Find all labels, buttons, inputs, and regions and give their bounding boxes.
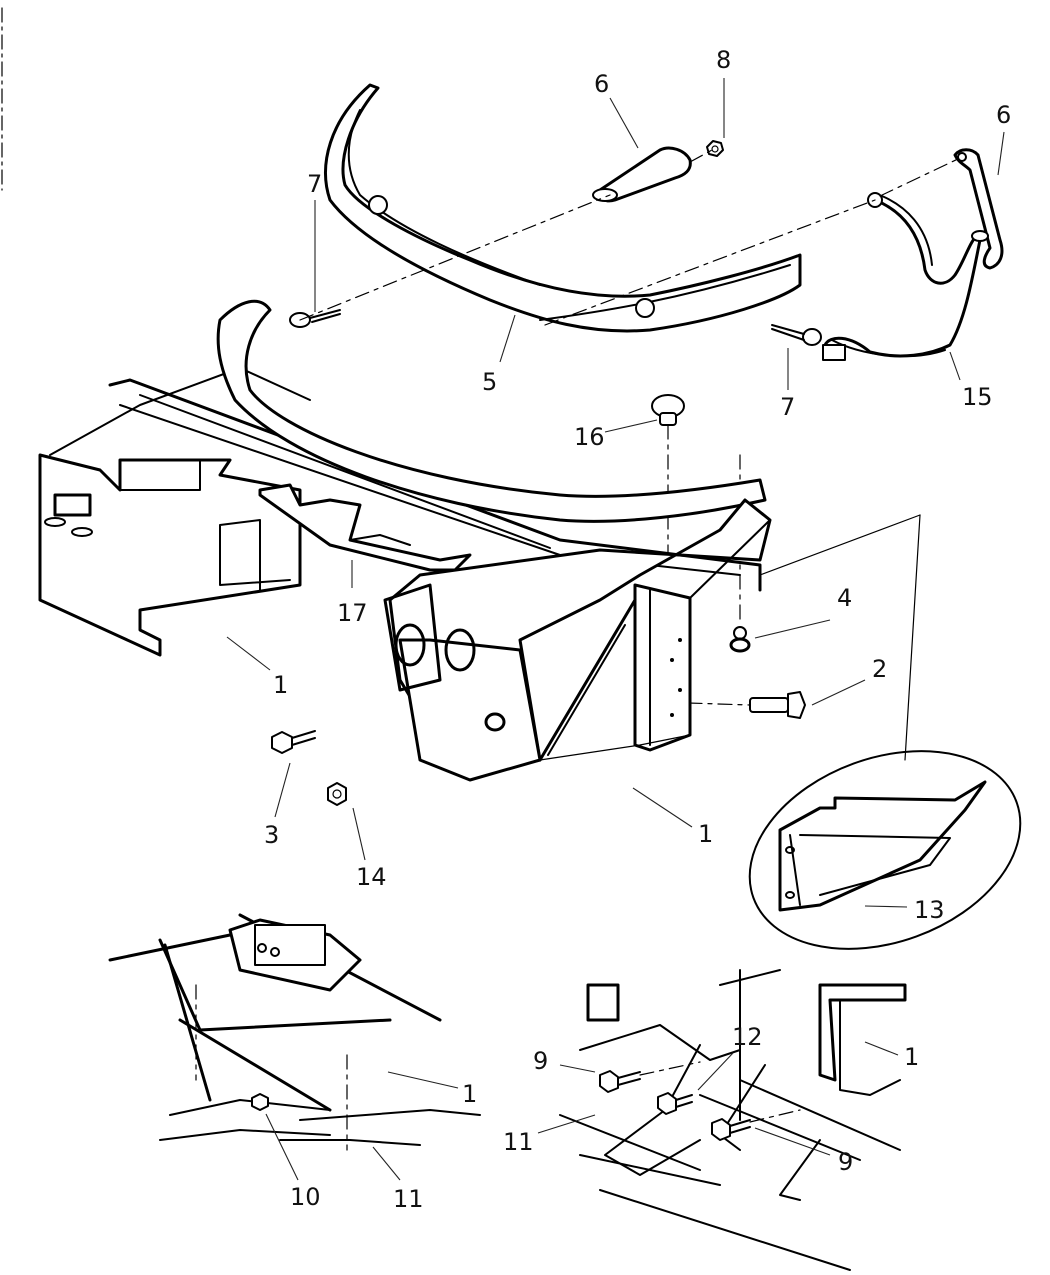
bolt-part-2 — [749, 691, 806, 719]
callout-4: 4 — [837, 584, 852, 612]
nut-part-13 — [327, 782, 347, 806]
callout-13: 14 — [356, 863, 387, 891]
bracket-part-6-left — [592, 146, 692, 203]
callout-1-center: 1 — [698, 820, 713, 848]
callout-labels: 6 8 7 6 5 7 15 16 17 1 4 2 1 3 14 13 1 1… — [264, 46, 1011, 1213]
deflector-part-17 — [258, 483, 472, 572]
callout-7-left: 7 — [307, 170, 322, 198]
bottom-left-detail — [108, 913, 481, 1151]
callout-17: 17 — [337, 599, 368, 627]
callout-9-right: 9 — [838, 1148, 853, 1176]
callout-7-right: 7 — [780, 393, 795, 421]
callout-2: 2 — [872, 655, 887, 683]
push-fastener-part-4 — [729, 626, 751, 653]
screw-part-9-right — [711, 1118, 751, 1141]
detail-inset-part-14 — [748, 514, 1022, 950]
screw-part-7-left — [289, 309, 341, 328]
nut-part-8 — [706, 140, 724, 157]
plug-part-16 — [651, 394, 685, 426]
ground-strap-part-15 — [822, 192, 989, 361]
bracket-part-6-right — [953, 148, 1004, 270]
callout-1-bottom-right: 1 — [904, 1043, 919, 1071]
upper-shield-part-5 — [324, 83, 802, 333]
crossmember-part-1 — [38, 299, 772, 782]
callout-14: 13 — [914, 896, 945, 924]
callout-6-left: 6 — [594, 70, 609, 98]
callout-3: 3 — [264, 821, 279, 849]
leader-lines — [226, 78, 1005, 1181]
callout-5: 5 — [482, 368, 497, 396]
callout-12: 12 — [732, 1023, 763, 1051]
callout-1-bottom-left: 1 — [462, 1080, 477, 1108]
bolt-part-3 — [271, 730, 316, 754]
callout-10: 10 — [290, 1183, 321, 1211]
callout-9-left: 9 — [533, 1047, 548, 1075]
callout-6-right: 6 — [996, 101, 1011, 129]
screw-part-12 — [657, 1092, 693, 1115]
callout-1-upper-left: 1 — [273, 671, 288, 699]
screw-part-9-left — [599, 1070, 641, 1093]
bottom-right-detail — [559, 969, 907, 1271]
callout-15: 15 — [962, 383, 993, 411]
callout-8: 8 — [716, 46, 731, 74]
screw-part-7-right — [771, 324, 822, 346]
callout-16: 16 — [574, 423, 605, 451]
callout-11-right: 11 — [503, 1128, 534, 1156]
callout-11-left: 11 — [393, 1185, 424, 1213]
